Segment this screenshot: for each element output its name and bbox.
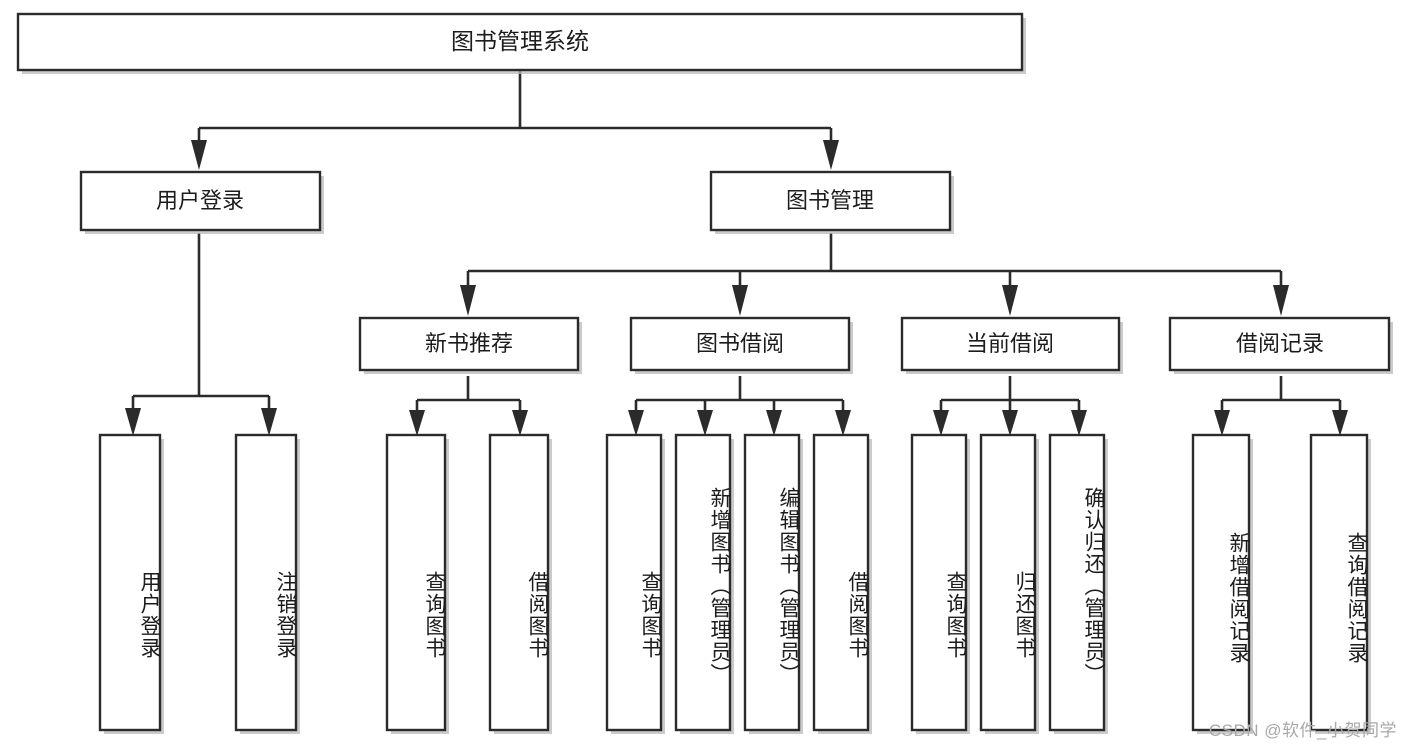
node-leaf-query-book-1[interactable]	[385, 433, 449, 734]
node-rect[interactable]	[385, 433, 447, 732]
node-rect[interactable]	[1191, 433, 1251, 732]
arrow-head-icon	[823, 140, 839, 170]
node-leaf-borrow-book-2[interactable]	[812, 433, 872, 734]
arrow-head-icon	[1071, 410, 1087, 436]
node-leaf-add-record[interactable]	[1191, 433, 1253, 734]
arrow-head-icon	[1332, 410, 1348, 436]
node-rect[interactable]	[979, 433, 1037, 732]
node-user-login[interactable]: 用户登录	[79, 170, 324, 234]
node-book-borrow[interactable]: 图书借阅	[629, 316, 853, 374]
connector-borrowrecord-to-leaves	[1214, 376, 1348, 436]
arrow-head-icon	[1273, 285, 1289, 316]
connector-root-to-level2	[191, 71, 839, 170]
node-rect[interactable]	[1309, 433, 1369, 732]
node-rect[interactable]	[98, 433, 162, 732]
node-borrow-record[interactable]: 借阅记录	[1168, 316, 1393, 374]
arrow-head-icon	[409, 410, 425, 436]
node-label-book-management: 图书管理	[786, 188, 874, 213]
arrow-head-icon	[261, 408, 277, 436]
node-rect[interactable]	[1168, 316, 1391, 372]
arrow-head-icon	[125, 408, 141, 436]
node-label-book-borrow: 图书借阅	[696, 331, 784, 356]
node-label-borrow-record: 借阅记录	[1236, 331, 1324, 356]
node-leaf-query-record[interactable]	[1309, 433, 1371, 734]
node-rect[interactable]	[79, 170, 322, 232]
node-root[interactable]: 图书管理系统	[16, 12, 1026, 74]
arrow-head-icon	[512, 410, 528, 436]
node-rect[interactable]	[488, 433, 550, 732]
node-rect[interactable]	[629, 316, 851, 372]
node-rect[interactable]	[743, 433, 801, 732]
node-leaf-add-book[interactable]	[674, 433, 734, 734]
leaf-nodes-group	[98, 433, 1371, 734]
node-rect[interactable]	[605, 433, 663, 732]
node-rect[interactable]	[812, 433, 870, 732]
node-leaf-borrow-book-1[interactable]	[488, 433, 552, 734]
arrow-head-icon	[1214, 410, 1230, 436]
node-leaf-query-book-2[interactable]	[605, 433, 665, 734]
node-leaf-query-book-3[interactable]	[910, 433, 970, 734]
node-leaf-logout-login[interactable]	[234, 433, 300, 734]
node-label-user-login: 用户登录	[156, 188, 244, 213]
node-rect[interactable]	[16, 12, 1024, 72]
node-rect[interactable]	[234, 433, 298, 732]
connector-userlogin-to-leaves	[125, 233, 277, 436]
arrow-head-icon	[1002, 410, 1018, 436]
arrow-head-icon	[1002, 285, 1018, 316]
node-leaf-user-login[interactable]	[98, 433, 164, 734]
node-current-borrow[interactable]: 当前借阅	[900, 316, 1123, 374]
node-book-management[interactable]: 图书管理	[709, 170, 954, 234]
node-rect[interactable]	[674, 433, 732, 732]
node-label-new-book-recommend: 新书推荐	[425, 331, 513, 356]
connector-bookmgmt-to-level3	[460, 233, 1289, 316]
node-rect[interactable]	[358, 316, 580, 372]
node-leaf-return-book[interactable]	[979, 433, 1039, 734]
node-leaf-edit-book[interactable]	[743, 433, 803, 734]
node-rect[interactable]	[709, 170, 952, 232]
node-rect[interactable]	[1048, 433, 1106, 732]
arrow-head-icon	[628, 410, 644, 436]
arrow-head-icon	[766, 410, 782, 436]
node-label-root: 图书管理系统	[451, 28, 589, 54]
arrow-head-icon	[191, 140, 207, 170]
watermark-text: CSDN @软件_小贺同学	[1208, 721, 1397, 740]
node-leaf-confirm-return[interactable]	[1048, 433, 1108, 734]
arrow-head-icon	[732, 285, 748, 316]
node-rect[interactable]	[900, 316, 1121, 372]
connector-bookborrow-to-leaves	[628, 376, 851, 436]
node-label-current-borrow: 当前借阅	[966, 331, 1054, 356]
connector-currentborrow-to-leaves	[933, 376, 1087, 436]
node-new-book-recommend[interactable]: 新书推荐	[358, 316, 582, 374]
arrow-head-icon	[697, 410, 713, 436]
connector-newbook-to-leaves	[409, 376, 528, 436]
arrow-head-icon	[933, 410, 949, 436]
node-rect[interactable]	[910, 433, 968, 732]
arrow-head-icon	[460, 285, 476, 316]
arrow-head-icon	[835, 410, 851, 436]
